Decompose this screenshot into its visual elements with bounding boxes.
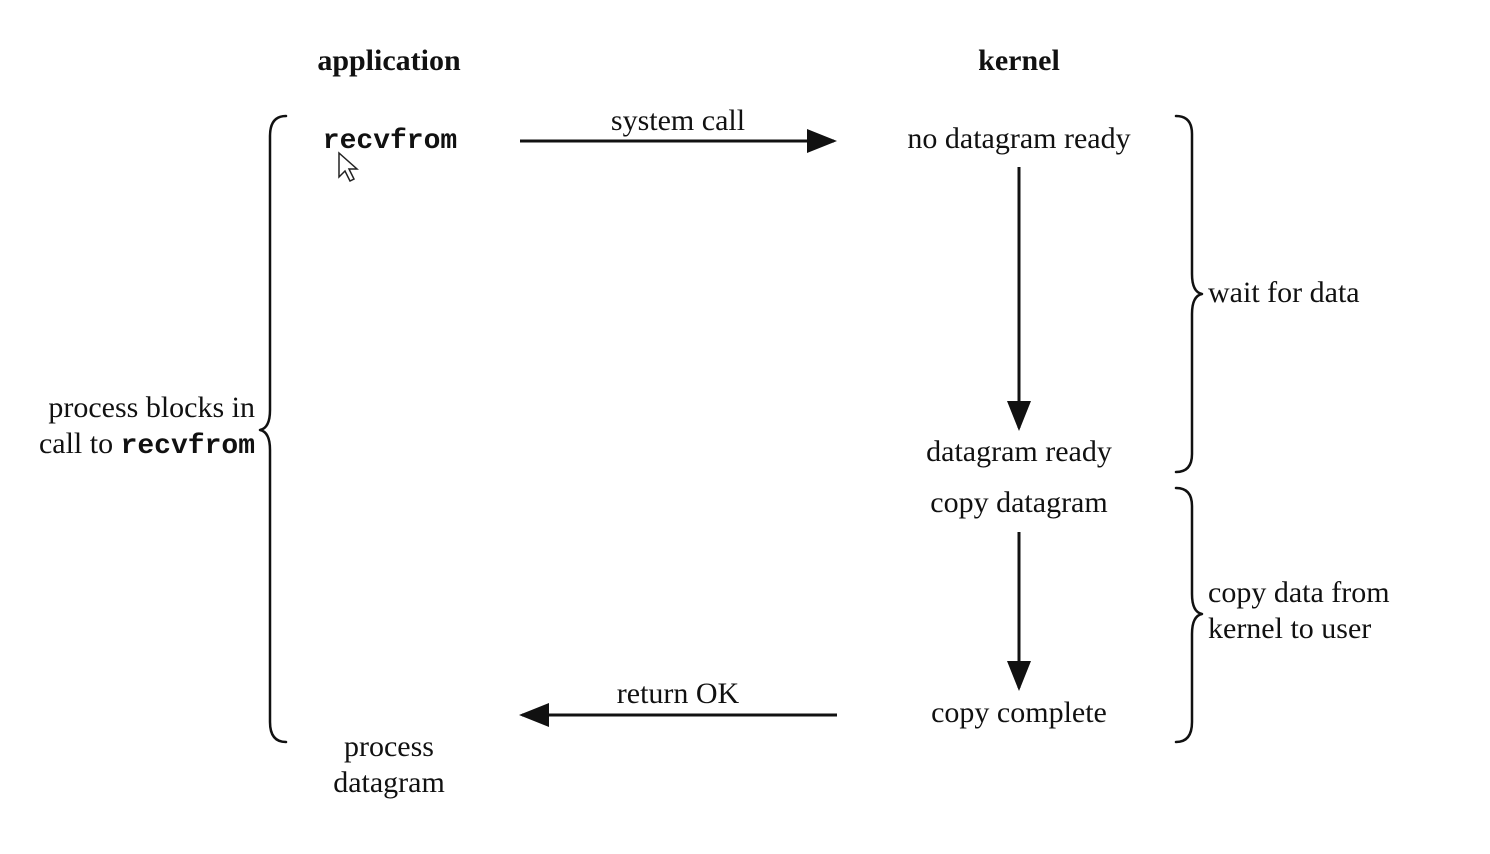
- application-header: application: [317, 44, 461, 77]
- recvfrom-code-text: recvfrom: [121, 431, 255, 462]
- recvfrom-call-label: recvfrom: [323, 126, 457, 157]
- copy-data-label-line1: copy data from: [1208, 576, 1390, 609]
- process-datagram-label-line2: datagram: [333, 766, 445, 799]
- no-datagram-ready-label: no datagram ready: [907, 122, 1130, 155]
- process-blocks-label-line1: process blocks in: [48, 391, 255, 424]
- kernel-header: kernel: [978, 44, 1060, 77]
- right-brace-copy-data: [1174, 486, 1204, 744]
- return-ok-label: return OK: [617, 677, 740, 710]
- call-to-text: call to: [39, 427, 121, 460]
- mouse-cursor-icon: [338, 151, 359, 183]
- copy-datagram-label: copy datagram: [930, 486, 1107, 519]
- copy-data-label-line2: kernel to user: [1208, 612, 1371, 645]
- process-datagram-label-line1: process: [344, 730, 434, 763]
- left-brace-blocking: [258, 114, 288, 744]
- copy-complete-label: copy complete: [931, 696, 1107, 729]
- right-brace-wait-for-data: [1174, 114, 1204, 474]
- wait-for-data-label: wait for data: [1208, 276, 1360, 309]
- process-blocks-label-line2: call to recvfrom: [39, 427, 255, 462]
- datagram-ready-label: datagram ready: [926, 435, 1112, 468]
- system-call-label: system call: [611, 104, 745, 137]
